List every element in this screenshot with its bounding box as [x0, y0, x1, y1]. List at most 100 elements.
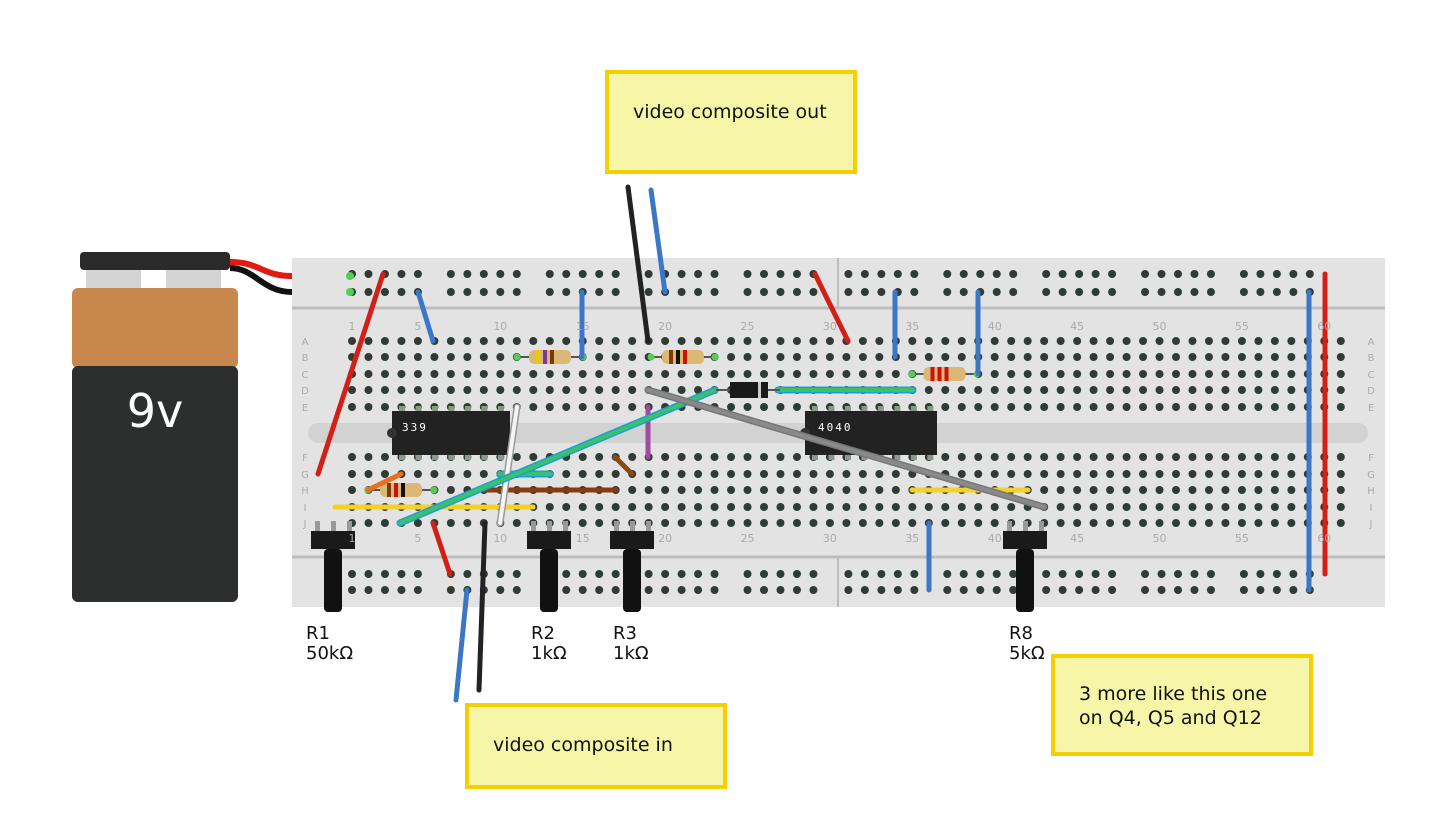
hole [1336, 503, 1345, 511]
hole [941, 503, 950, 511]
row-letter: D [301, 386, 309, 397]
rail-hole [1289, 586, 1298, 594]
hole [1023, 337, 1032, 345]
hole [578, 370, 587, 378]
hole [413, 353, 422, 361]
hole [1089, 470, 1098, 478]
column-number: 35 [905, 532, 919, 545]
rail-hole [792, 288, 801, 296]
hole [941, 337, 950, 345]
hole [776, 337, 785, 345]
hole [446, 470, 455, 478]
row-letter: D [1367, 386, 1375, 397]
rail-hole [809, 586, 818, 594]
pot-r1-name: R1 [306, 623, 330, 644]
hole [644, 486, 653, 494]
hole [809, 337, 818, 345]
pot-base [311, 531, 355, 549]
rail-hole [661, 586, 670, 594]
hole [479, 353, 488, 361]
rail-hole [910, 288, 919, 296]
potentiometer-r8 [1003, 521, 1047, 612]
hole [413, 470, 422, 478]
hole [677, 337, 686, 345]
hole [628, 503, 637, 511]
rail-hole [677, 288, 686, 296]
pot-r2-name: R2 [531, 623, 555, 644]
hole [562, 337, 571, 345]
diode-cathode-band [758, 382, 761, 398]
hole [446, 386, 455, 394]
rail-hole [1141, 270, 1150, 278]
battery-plus-end [346, 272, 354, 280]
rail-hole [710, 270, 719, 278]
hole [1287, 486, 1296, 494]
hole [891, 503, 900, 511]
hole [1188, 486, 1197, 494]
row-letter: F [302, 453, 308, 464]
rail-hole [877, 586, 886, 594]
rail-hole [1239, 570, 1248, 578]
hole [957, 337, 966, 345]
rail-hole [809, 288, 818, 296]
hole [348, 403, 356, 411]
hole [1172, 453, 1180, 461]
row-letter: F [1368, 453, 1374, 464]
rail-hole [943, 270, 952, 278]
hole [364, 453, 373, 461]
column-number: 50 [1153, 532, 1167, 545]
hole [1155, 370, 1164, 378]
hole [496, 337, 505, 345]
hole [957, 403, 966, 411]
rail-hole [694, 288, 703, 296]
hole [710, 337, 719, 345]
chip-339 [387, 406, 510, 460]
hole [1155, 386, 1164, 394]
column-number: 55 [1235, 532, 1249, 545]
hole [1089, 386, 1098, 394]
rail-hole [1289, 270, 1298, 278]
hole [380, 519, 389, 527]
hole [1172, 470, 1180, 478]
hole [957, 519, 966, 527]
rail-hole [893, 586, 902, 594]
rail-hole [710, 288, 719, 296]
hole [743, 503, 752, 511]
hole [710, 503, 719, 511]
wire-white [498, 405, 519, 525]
hole [562, 403, 571, 411]
hole [1040, 353, 1049, 361]
hole [1073, 370, 1082, 378]
hole [611, 337, 620, 345]
wire-gray [646, 388, 1046, 509]
rail-hole [1058, 270, 1067, 278]
rail-hole [776, 288, 785, 296]
hole [710, 470, 719, 478]
rail-hole [710, 570, 719, 578]
rail-hole [512, 270, 521, 278]
hole [875, 353, 884, 361]
hole [1221, 503, 1230, 511]
hole [941, 519, 950, 527]
rail-hole [463, 288, 472, 296]
hole [1023, 370, 1032, 378]
pot-base [1003, 531, 1047, 549]
rail-hole [792, 570, 801, 578]
hole [776, 353, 785, 361]
rail-hole [545, 270, 554, 278]
rail-hole [644, 288, 653, 296]
hole [1106, 370, 1115, 378]
hole [1139, 486, 1148, 494]
hole [1122, 453, 1131, 461]
hole [1270, 353, 1279, 361]
hole [529, 370, 538, 378]
hole [1221, 370, 1230, 378]
hole [1139, 337, 1148, 345]
resistor-band [550, 350, 554, 364]
hole [1040, 337, 1049, 345]
hole [1287, 470, 1296, 478]
wire-blue [415, 289, 436, 344]
hole [1336, 370, 1345, 378]
resistor-band [401, 483, 405, 497]
